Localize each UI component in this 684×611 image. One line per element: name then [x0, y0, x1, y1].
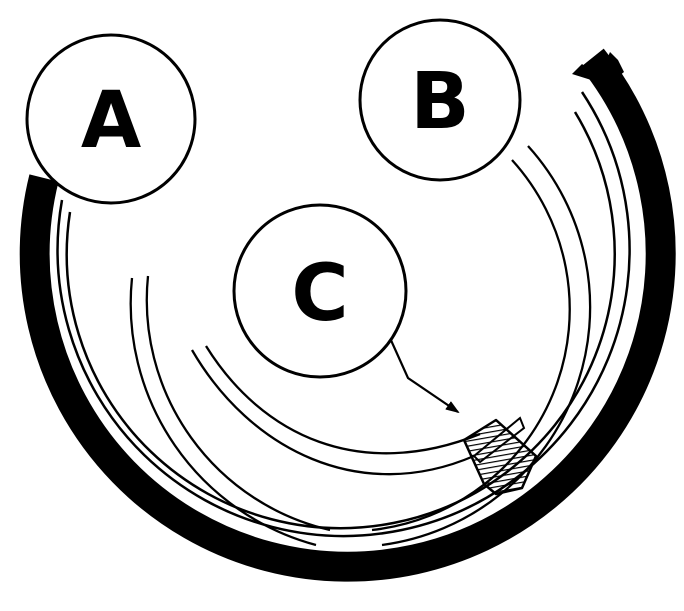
- callout-b: B: [360, 20, 520, 180]
- callout-b-label: B: [410, 57, 469, 147]
- callout-a: A: [27, 35, 195, 203]
- callout-c-label: C: [291, 249, 348, 339]
- callout-c: C: [234, 205, 406, 377]
- callout-a-label: A: [81, 76, 141, 166]
- pointer-arrow: [390, 338, 458, 412]
- pickup-cartridge: [464, 420, 536, 494]
